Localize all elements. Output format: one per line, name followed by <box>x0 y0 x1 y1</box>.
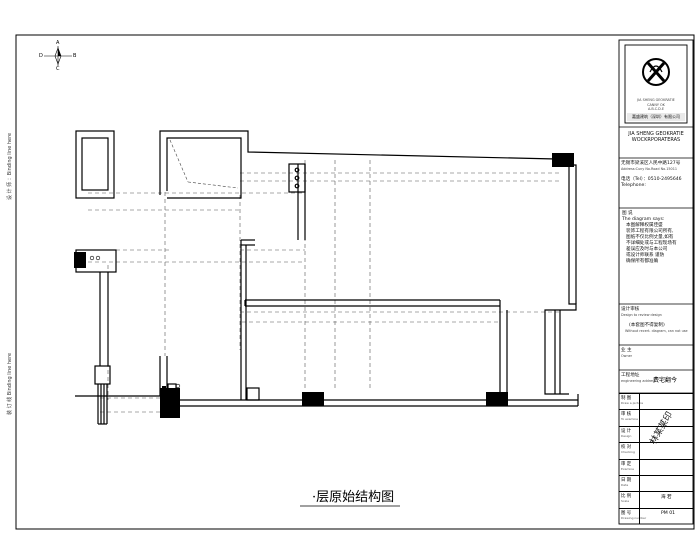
owner-label: 业 主 <box>621 348 632 353</box>
sign-off-label: 比 例 <box>621 494 632 500</box>
address-cn: 无锡市梁溪区人民中路127号 <box>621 161 681 166</box>
owner-en: Owner <box>621 354 633 358</box>
phone-cn: 电话（Tel）：0510-2495646 <box>621 176 682 182</box>
notes-en: The diagram says: <box>622 217 665 222</box>
notes-body: 本图解释权属佳盛装饰工程有限公司所有,图纸不仅比例丈量,如有不详细处或与工程现场… <box>622 223 696 265</box>
compass-east: B <box>73 53 77 59</box>
sign-off-label: 设 计 <box>621 428 632 434</box>
notes-line: 差误应及时与本公司 <box>626 247 668 252</box>
sign-off-label-en: Design <box>621 433 632 438</box>
notes-line: 确保所有都准确 <box>626 259 659 264</box>
approval-label: 设计审核 <box>621 307 640 312</box>
approval-en: Design to review design <box>621 313 662 317</box>
binding-label-top: 设 计 师 ：Binding line here <box>7 132 13 200</box>
sign-off-label-en: To examine <box>621 417 639 422</box>
approval-note-en: Without recert. diagram, can not use <box>625 328 688 333</box>
address-en: Address:Cuny No.Road No.15011 <box>621 167 678 171</box>
notes-title: 图 说 <box>622 211 633 216</box>
sign-off-value: 海 若 <box>661 495 672 501</box>
sign-off-label: 图 号 <box>621 510 632 516</box>
company-name-en-2: WOCKRPORATERAS <box>631 137 681 143</box>
notes-line: 本图解释权属佳盛 <box>626 223 663 228</box>
notes-line: 装饰工程有限公司所有, <box>626 229 674 234</box>
sign-off-value: PM 01 <box>661 510 676 516</box>
logo-caption-1: JIA SHENG GEOKRATIE <box>637 98 675 102</box>
sign-off-label: 校 对 <box>621 445 632 451</box>
project-label: 工程地址 <box>621 373 640 378</box>
company-logo <box>624 44 688 124</box>
sign-off-label-en: Draw a picture <box>621 401 644 405</box>
sign-off-label-en: Examine <box>621 466 635 471</box>
compass-south: C <box>56 66 60 72</box>
sign-off-label-en: Drawing number <box>621 515 647 520</box>
compass-north: A <box>56 40 60 46</box>
company-name-cn: 嘉盛建筑（深圳）有限公司 <box>632 114 680 119</box>
compass-west: D <box>39 53 43 59</box>
sign-off-label: 审 核 <box>621 412 632 418</box>
compass-icon <box>44 46 72 66</box>
project-value: 费宅翻今 <box>653 377 678 384</box>
sign-off-label-en: Checking <box>621 450 635 455</box>
sign-off-label-en: Scale <box>621 499 630 504</box>
logo-caption-3: A.B.C.D.E <box>647 107 665 112</box>
sign-off-label: 日 期 <box>621 477 632 483</box>
project-en: engineering address <box>621 379 656 383</box>
logo-caption-2: CANNY OK <box>647 102 665 107</box>
approval-note: (本套图不得复制) <box>629 322 665 328</box>
company-name-en-1: JIA SHENG GEOKRATIE <box>628 131 684 137</box>
drawing-title: ·层原始结构图 <box>312 490 395 505</box>
sign-off-label: 制 图 <box>621 396 632 401</box>
notes-line: 不详细处或与工程现场有 <box>626 241 677 246</box>
notes-line: 或设计师联系 谨防 <box>626 253 665 258</box>
sign-off-label-en: Date <box>621 482 629 487</box>
binding-label-bottom: 装 订 线 Binding line here <box>7 352 13 415</box>
table-divider <box>639 393 640 524</box>
sign-off-label: 审 定 <box>621 461 632 467</box>
phone-en: Telephone: <box>621 182 646 188</box>
notes-line: 图纸不仅比例丈量,如有 <box>626 235 674 240</box>
